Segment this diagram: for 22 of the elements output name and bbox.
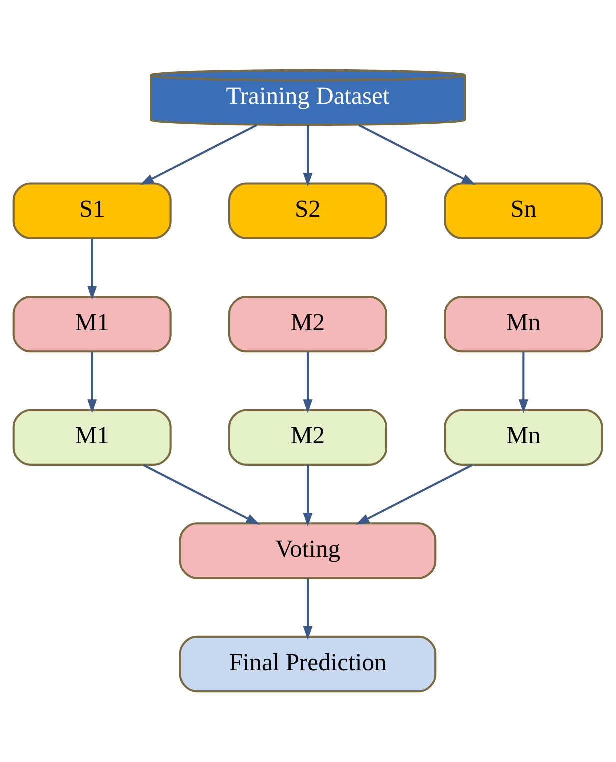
node-box: M2 <box>228 296 388 353</box>
arrow <box>140 124 258 186</box>
arrow <box>356 464 474 525</box>
arrow <box>142 464 260 525</box>
arrow <box>303 352 313 414</box>
arrow <box>518 352 528 414</box>
node-box: Mn <box>444 409 604 466</box>
arrow <box>303 578 313 640</box>
arrow <box>303 125 313 187</box>
node-box: Sn <box>444 182 604 240</box>
node-box: Mn <box>444 296 604 353</box>
node-box: S1 <box>12 182 172 240</box>
arrow <box>303 465 313 527</box>
node-box: M1 <box>12 409 172 466</box>
node-box: M1 <box>12 296 172 353</box>
node-box: M2 <box>228 409 388 466</box>
arrow <box>88 352 98 414</box>
arrow <box>358 124 476 186</box>
node-box: S2 <box>228 182 388 240</box>
node-box: Voting <box>179 522 437 580</box>
node-box: Final Prediction <box>179 636 437 693</box>
arrow <box>88 238 98 300</box>
